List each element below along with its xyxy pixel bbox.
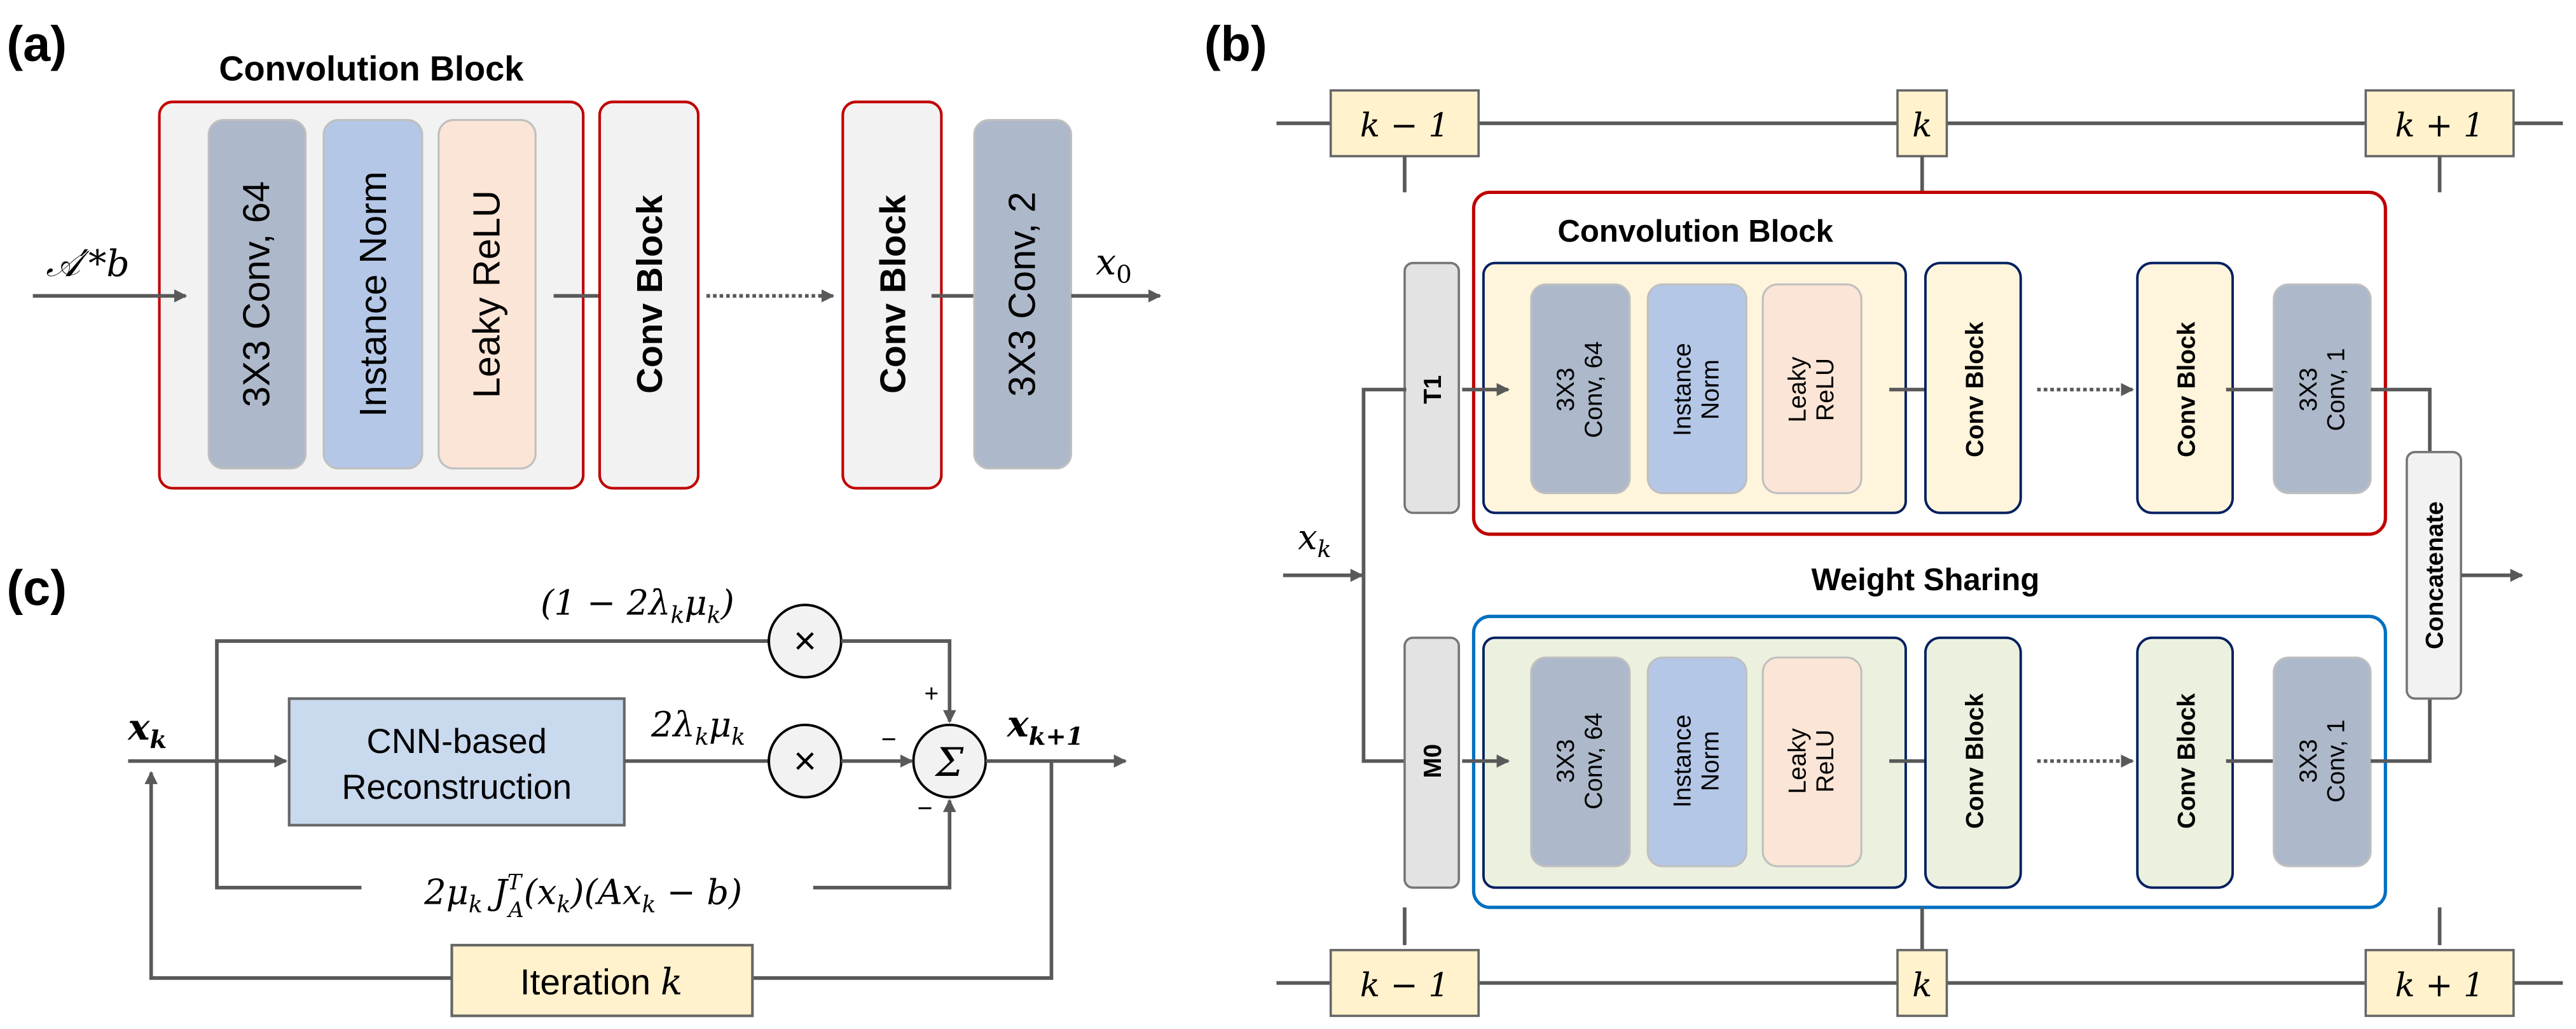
instance-norm-label: Instance Norm: [352, 171, 394, 417]
timeline-top-k-minus-1: [1329, 89, 1480, 158]
concatenate-label: Concatenate: [2421, 501, 2449, 649]
top-to-concat-line: [2371, 387, 2432, 452]
feedback-right: [752, 761, 1054, 980]
timeline-top-k-plus-1: [2364, 89, 2515, 158]
bottom-conv-64: [1530, 656, 1631, 867]
timeline-bottom-k-label: k: [1912, 966, 1932, 1004]
input-label: 𝒜′*b: [46, 243, 129, 285]
top-relu-label: LeakyReLU: [1784, 356, 1839, 422]
sign-minus-left: −: [881, 724, 897, 754]
top-conv-block-1: [1924, 261, 2022, 514]
bottom-instance-norm: [1646, 656, 1747, 867]
bottom-conv-block-1-label: Conv Block: [1961, 693, 1988, 829]
top-conv-64-label: 3X3Conv, 64: [1552, 341, 1608, 438]
timeline-bottom-k-plus-1-label: k + 1: [2395, 966, 2484, 1004]
cnn-reconstruction-box: [287, 697, 626, 827]
bottom-conv-block-1: [1924, 636, 2022, 889]
iteration-label: Iteration k: [520, 962, 683, 1004]
conv-64-label: 3X3 Conv, 64: [235, 181, 278, 408]
conv-block-1-label: Conv Block: [630, 195, 670, 394]
bottom-conv-64-label: 3X3Conv, 64: [1552, 713, 1608, 810]
weight-sharing-title: Weight Sharing: [1811, 563, 2039, 597]
bottom-relu-label: LeakyReLU: [1784, 728, 1839, 794]
leaky-relu-label: Leaky ReLU: [465, 190, 507, 398]
sign-minus-bottom: −: [917, 794, 932, 823]
panel-c: (c) (1 − 2λkμk) × + xk CNN-based Reconst…: [6, 561, 1127, 1018]
panel-a: (a) Convolution Block 3X3 Conv, 64 Insta…: [6, 17, 1162, 490]
leaky-relu-layer: [437, 119, 537, 470]
timeline-top-k-plus-1-label: k + 1: [2395, 107, 2484, 145]
final-conv-label: 3X3 Conv, 2: [1001, 191, 1043, 397]
panel-b-label: (b): [1204, 17, 1267, 72]
top-final-conv-label: 3X3Conv, 1: [2295, 348, 2350, 431]
convolution-block-title: Convolution Block: [219, 50, 524, 88]
timeline-bottom-k: [1896, 949, 1948, 1018]
bottom-to-concat-line: [2371, 698, 2432, 763]
m0-label: M0: [1419, 744, 1447, 778]
output-label: x0: [1096, 242, 1132, 289]
sign-plus: +: [925, 680, 939, 708]
output-xk1-label: xk+1: [1007, 703, 1084, 751]
bottom-leaky-relu: [1761, 656, 1863, 867]
conv-block-1: [598, 100, 700, 490]
input-xk-label: xk: [128, 707, 167, 754]
b-split-line: [1361, 387, 1407, 763]
timeline-top-k-label: k: [1912, 107, 1932, 145]
mid-coefficient: 2λkμk: [651, 705, 745, 750]
multiply-icon-top: ×: [794, 619, 816, 663]
conv-64-layer: [207, 119, 307, 470]
timeline-top-k-minus-1-label: k − 1: [1360, 107, 1449, 145]
gradient-branch-right: [813, 799, 956, 890]
top-branch-line: [215, 639, 769, 761]
timeline-bottom-k-plus-1: [2364, 949, 2515, 1018]
instance-norm-layer: [322, 119, 424, 470]
top-to-sum-line: [841, 639, 956, 724]
conv-block-2-label: Conv Block: [874, 195, 914, 394]
gradient-branch-left: [215, 761, 362, 890]
timeline-bottom-k-minus-1-label: k − 1: [1360, 966, 1449, 1004]
panel-b: (b) k − 1 k k + 1 Convolution Block T1 3…: [1204, 17, 2563, 1018]
sum-icon: Σ: [934, 739, 964, 785]
b-input-label: xk: [1298, 517, 1332, 563]
red-block-title: Convolution Block: [1558, 214, 1834, 249]
panel-a-label: (a): [6, 17, 67, 72]
panel-c-label: (c): [6, 561, 67, 616]
cnn-label-line2: Reconstruction: [341, 768, 572, 806]
iteration-box: [450, 944, 754, 1018]
m0-box: [1403, 637, 1460, 889]
timeline-bottom-k-minus-1: [1329, 949, 1480, 1018]
top-instance-norm: [1646, 283, 1747, 494]
t1-label: T1: [1419, 375, 1447, 404]
bottom-norm-label: InstanceNorm: [1669, 714, 1724, 808]
bottom-final-conv-label: 3X3Conv, 1: [2295, 719, 2350, 803]
top-coefficient: (1 − 2λkμk): [541, 583, 734, 629]
timeline-top-k: [1896, 89, 1948, 158]
top-norm-label: InstanceNorm: [1669, 343, 1724, 436]
top-conv-64: [1530, 283, 1631, 494]
top-conv-block-2-label: Conv Block: [2173, 322, 2201, 458]
feedback-left: [144, 771, 452, 980]
top-leaky-relu: [1761, 283, 1863, 494]
cnn-label-line1: CNN-based: [367, 722, 547, 761]
bottom-conv-block-2-label: Conv Block: [2173, 693, 2201, 829]
multiply-icon-mid: ×: [794, 739, 816, 783]
top-conv-block-1-label: Conv Block: [1961, 322, 1988, 458]
